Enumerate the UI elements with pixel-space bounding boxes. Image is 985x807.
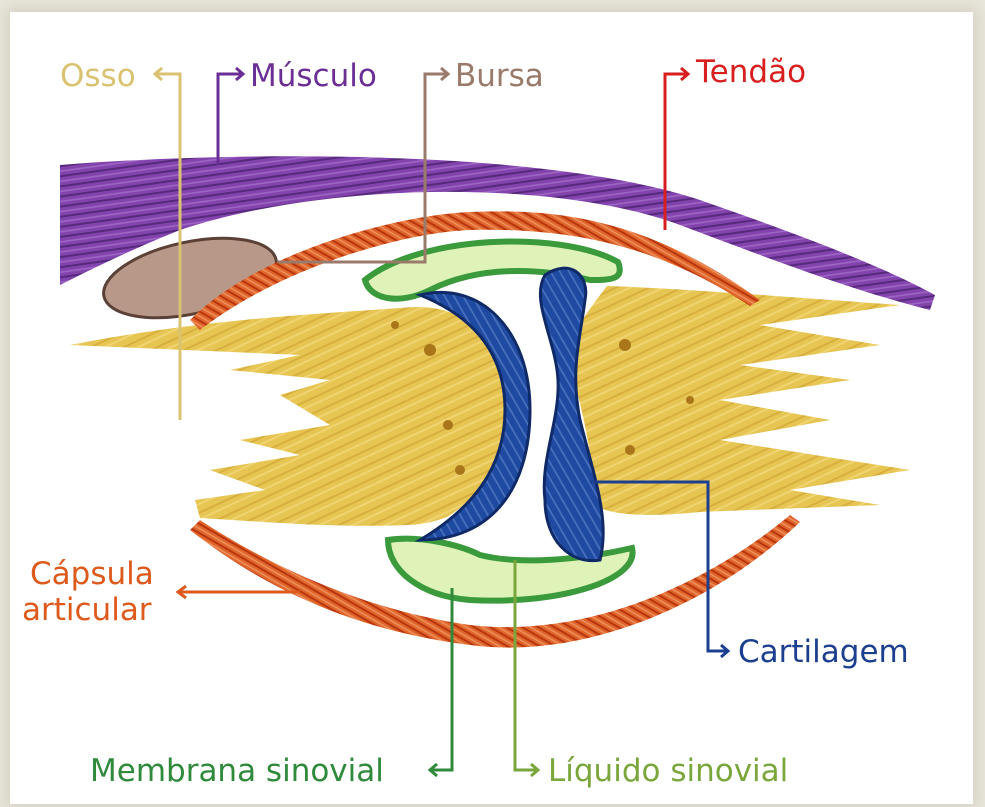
- musculo-leader: [218, 74, 243, 165]
- membrana-leader: [430, 588, 452, 770]
- label-membrana: Membrana sinovial: [90, 753, 384, 789]
- label-tendao: Tendão: [695, 54, 806, 90]
- label-musculo: Músculo: [250, 58, 377, 94]
- label-bursa: Bursa: [455, 58, 544, 94]
- label-osso: Osso: [60, 58, 136, 94]
- bone-right: [560, 285, 910, 515]
- label-capsula-line1: Cápsula: [30, 556, 154, 592]
- label-liquido: Líquido sinovial: [548, 753, 788, 789]
- label-capsula-line2: articular: [22, 592, 152, 628]
- bone-left: [70, 307, 506, 526]
- label-cartilagem: Cartilagem: [738, 634, 909, 670]
